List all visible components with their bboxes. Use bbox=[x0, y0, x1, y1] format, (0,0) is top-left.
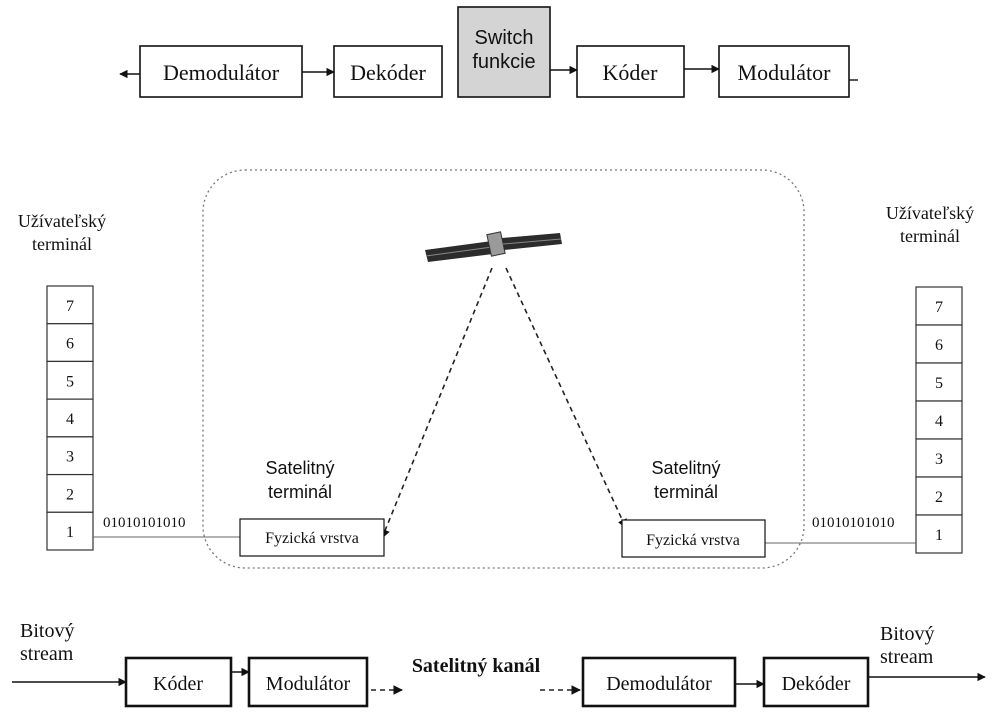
left-layer-cell-1 bbox=[46, 511, 94, 551]
left-layer-cell-4 bbox=[46, 398, 94, 438]
right-layer-label-2: 2 bbox=[935, 489, 943, 506]
right-sat-terminal-label-line2: terminál bbox=[654, 482, 718, 502]
bits-left: 01010101010 bbox=[103, 515, 186, 531]
left-layer-label-1: 1 bbox=[66, 524, 74, 541]
satellite-icon bbox=[425, 231, 562, 262]
satellite-channel-label: Satelitný kanál bbox=[412, 655, 541, 677]
beam-to-right-terminal bbox=[505, 267, 627, 529]
middle-satellite-link: Užívateľský terminál 7 6 5 4 3 2 1 Užívateľský… bbox=[18, 169, 974, 569]
right-layer-cell-7 bbox=[915, 286, 963, 326]
right-layer-cell-2 bbox=[915, 476, 963, 516]
left-layer-cell-3 bbox=[46, 436, 94, 476]
top-modulator-label: Modulátor bbox=[738, 60, 832, 85]
bottom-koder-label: Kóder bbox=[153, 673, 203, 695]
bottom-dekoder-label: Dekóder bbox=[782, 673, 851, 695]
left-osi-stack: 7 6 5 4 3 2 1 bbox=[46, 285, 94, 551]
left-user-terminal-label-line2: terminál bbox=[32, 234, 92, 254]
right-layer-cell-4 bbox=[915, 400, 963, 440]
left-sat-terminal-label-line2: terminál bbox=[268, 482, 332, 502]
left-layer-label-4: 4 bbox=[66, 411, 74, 428]
left-layer-cell-6 bbox=[46, 323, 94, 363]
right-layer-label-3: 3 bbox=[935, 451, 943, 468]
bottom-processing-chain: Bitový stream Kóder Modulátor Satelitný … bbox=[12, 620, 986, 708]
left-layer-label-6: 6 bbox=[66, 336, 74, 353]
top-processing-chain: Demodulátor Dekóder Switch funkcie Kóder… bbox=[119, 6, 858, 98]
right-layer-label-1: 1 bbox=[935, 527, 943, 544]
top-dekoder-label: Dekóder bbox=[350, 60, 426, 85]
left-layer-label-7: 7 bbox=[66, 298, 74, 315]
right-physical-layer-label: Fyzická vrstva bbox=[646, 532, 740, 549]
right-layer-cell-6 bbox=[915, 324, 963, 364]
bottom-demodulator-label: Demodulátor bbox=[606, 673, 712, 695]
left-layer-label-3: 3 bbox=[66, 449, 74, 466]
right-sat-terminal-label-line1: Satelitný bbox=[651, 458, 720, 478]
left-physical-layer-box bbox=[239, 518, 385, 557]
switch-label-line1: Switch bbox=[475, 27, 534, 49]
beam-to-left-terminal bbox=[380, 267, 493, 539]
bits-right: 01010101010 bbox=[812, 515, 895, 531]
bottom-dekoder-box bbox=[762, 656, 870, 708]
bit-stream-in-label-line2: stream bbox=[20, 643, 74, 665]
left-layer-label-5: 5 bbox=[66, 373, 74, 390]
right-user-terminal-label-line2: terminál bbox=[900, 226, 960, 246]
satellite-system-frame bbox=[202, 169, 805, 569]
bottom-koder-box bbox=[124, 656, 233, 708]
bottom-modulator-box bbox=[247, 656, 369, 708]
top-koder-box bbox=[576, 45, 685, 98]
right-layer-label-5: 5 bbox=[935, 375, 943, 392]
left-user-terminal-label-line1: Užívateľský bbox=[18, 211, 106, 231]
right-user-terminal-label-line1: Užívateľský bbox=[886, 203, 974, 223]
right-layer-label-4: 4 bbox=[935, 413, 943, 430]
top-modulator-box bbox=[718, 45, 850, 98]
right-osi-stack: 7 6 5 4 3 2 1 bbox=[915, 286, 963, 554]
right-layer-label-6: 6 bbox=[935, 337, 943, 354]
bottom-demodulator-box bbox=[581, 656, 737, 708]
top-koder-label: Kóder bbox=[603, 60, 659, 85]
bit-stream-out-label-line1: Bitový bbox=[880, 623, 934, 645]
bottom-modulator-label: Modulátor bbox=[266, 673, 351, 695]
bit-stream-out-label-line2: stream bbox=[880, 646, 934, 668]
top-dekoder-box bbox=[333, 45, 443, 98]
left-layer-cell-7 bbox=[46, 285, 94, 325]
left-physical-layer-label: Fyzická vrstva bbox=[265, 530, 359, 547]
right-layer-cell-3 bbox=[915, 438, 963, 478]
switch-function-box bbox=[457, 6, 551, 98]
left-sat-terminal-label-line1: Satelitný bbox=[265, 458, 334, 478]
right-layer-label-7: 7 bbox=[935, 299, 943, 316]
left-layer-label-2: 2 bbox=[66, 486, 74, 503]
right-layer-cell-5 bbox=[915, 362, 963, 402]
right-layer-cell-1 bbox=[915, 514, 963, 554]
top-demodulator-label: Demodulátor bbox=[163, 60, 280, 85]
bit-stream-in-label-line1: Bitový bbox=[20, 620, 74, 642]
switch-label-line2: funkcie bbox=[472, 51, 535, 73]
right-physical-layer-box bbox=[621, 519, 766, 558]
